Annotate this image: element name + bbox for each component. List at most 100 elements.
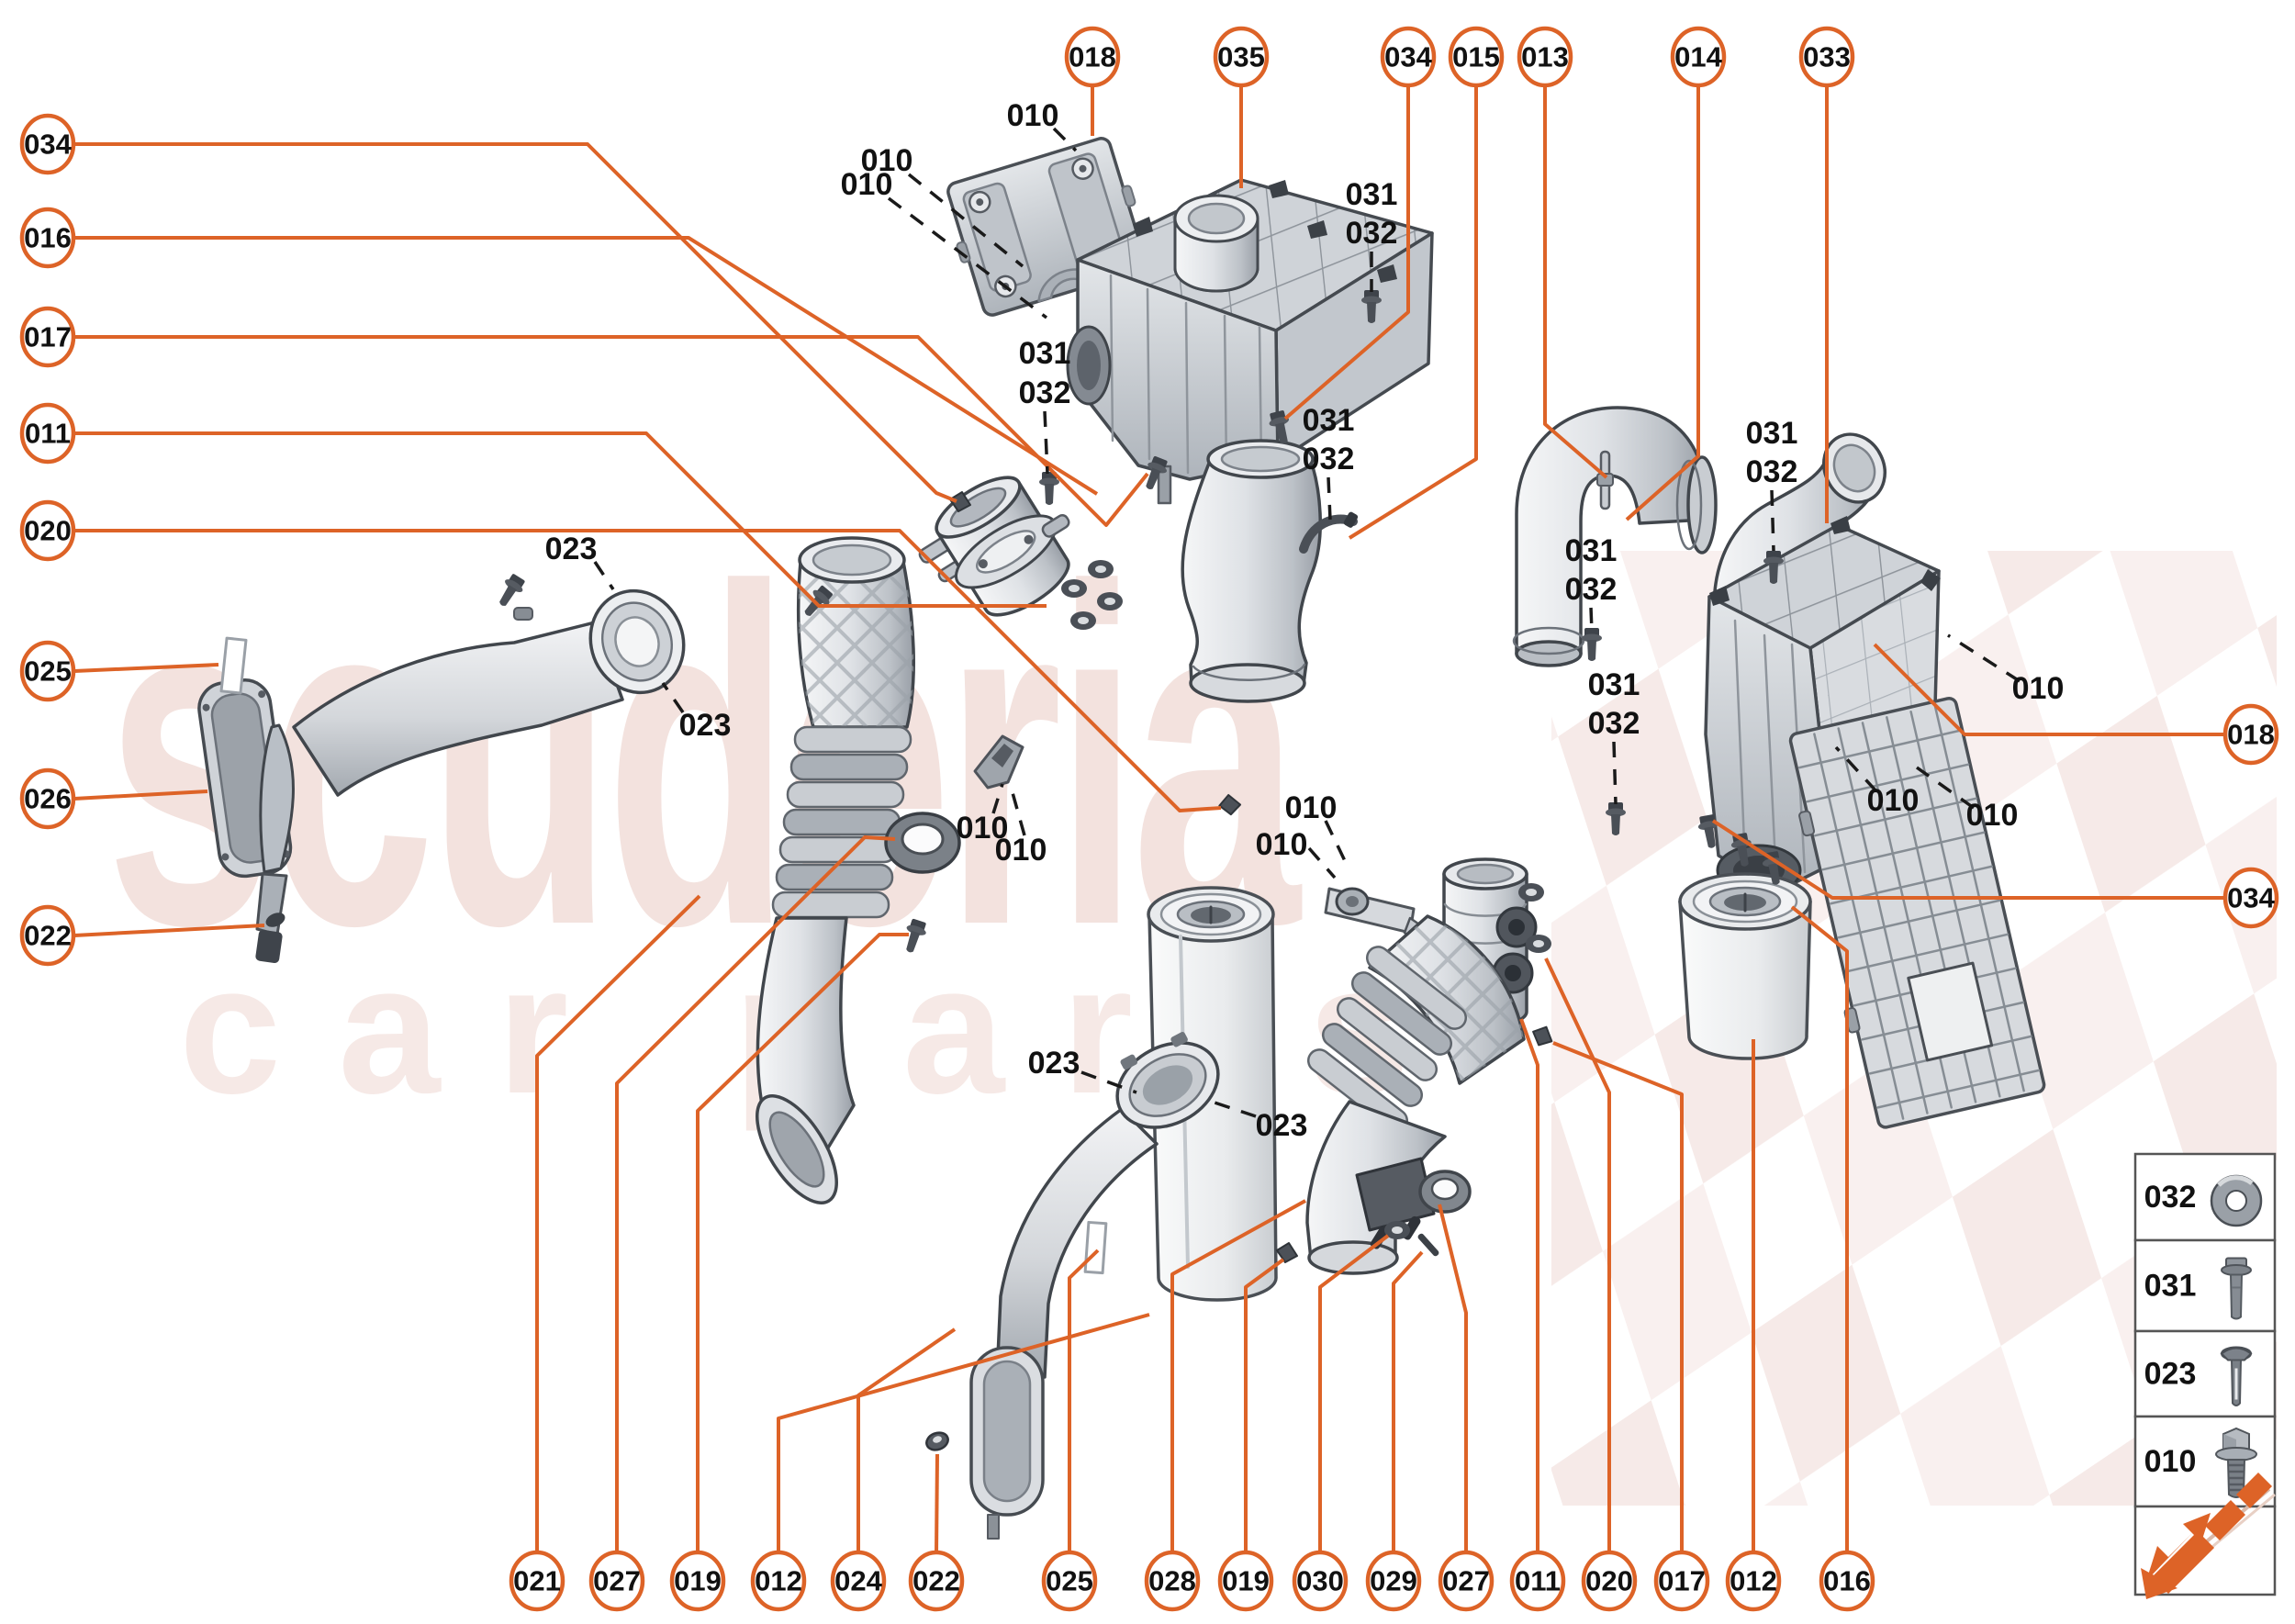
callout-bubble[interactable] — [1819, 1550, 1875, 1612]
part-number-label-032: 032 — [1746, 454, 1798, 489]
callout-bubble[interactable] — [19, 113, 76, 175]
callout-left-017[interactable]: 017 — [19, 306, 76, 368]
callout-bottom-024[interactable]: 024 — [830, 1550, 887, 1612]
leader-line-019 — [696, 933, 909, 1553]
callout-number: 012 — [1730, 1565, 1777, 1597]
callout-bubble[interactable] — [1438, 1550, 1495, 1612]
callout-bottom-030[interactable]: 030 — [1292, 1550, 1349, 1612]
callout-left-011[interactable]: 011 — [19, 402, 76, 465]
logo-arrow-icon — [2146, 1513, 2211, 1581]
callout-bottom-028[interactable]: 028 — [1144, 1550, 1201, 1612]
air-filter-element-right-illustration — [1678, 872, 1812, 1060]
callout-bottom-019[interactable]: 019 — [1217, 1550, 1274, 1612]
callout-bubble[interactable] — [750, 1550, 807, 1612]
callout-bottom-029[interactable]: 029 — [1365, 1550, 1422, 1612]
leader-line-018 — [1873, 643, 2225, 736]
callout-left-026[interactable]: 026 — [19, 767, 76, 830]
mounting-plate-illustration — [946, 137, 1148, 317]
intake-elbow-pipe-illustration — [1181, 439, 1322, 703]
leader-line-020 — [1544, 958, 1611, 1553]
callout-bubble[interactable] — [1064, 26, 1121, 88]
callout-bubble[interactable] — [1217, 1550, 1274, 1612]
callout-bottom-027[interactable]: 027 — [1438, 1550, 1495, 1612]
callout-top-034[interactable]: 034 — [1380, 26, 1437, 88]
callout-number: 022 — [912, 1565, 960, 1597]
callout-bubble[interactable] — [1041, 1550, 1098, 1612]
callout-number: 015 — [1452, 41, 1500, 73]
callout-left-034[interactable]: 034 — [19, 113, 76, 175]
callout-bubble[interactable] — [1509, 1550, 1566, 1612]
callout-bubble[interactable] — [509, 1550, 565, 1612]
callout-bottom-012[interactable]: 012 — [750, 1550, 807, 1612]
callout-right-034[interactable]: 034 — [2222, 867, 2279, 929]
dashed-leader-032 — [1612, 741, 1618, 805]
callout-bottom-011[interactable]: 011 — [1509, 1550, 1566, 1612]
callout-bubble[interactable] — [2222, 703, 2279, 766]
callout-bubble[interactable] — [19, 499, 76, 562]
callout-left-022[interactable]: 022 — [19, 904, 76, 967]
callout-number: 024 — [834, 1565, 882, 1597]
callout-bubble[interactable] — [908, 1550, 965, 1612]
callout-top-033[interactable]: 033 — [1798, 26, 1855, 88]
callout-bubble[interactable] — [1380, 26, 1437, 88]
callout-bottom-017[interactable]: 017 — [1653, 1550, 1710, 1612]
callout-bubble[interactable] — [1581, 1550, 1638, 1612]
brand-logo — [2133, 1473, 2277, 1599]
callout-bubble[interactable] — [19, 767, 76, 830]
callout-bubble[interactable] — [669, 1550, 726, 1612]
callout-bubble[interactable] — [1213, 26, 1270, 88]
callout-bubble[interactable] — [19, 904, 76, 967]
callout-number: 027 — [593, 1565, 641, 1597]
callout-bubble[interactable] — [19, 207, 76, 269]
callout-bottom-022[interactable]: 022 — [908, 1550, 965, 1612]
callout-left-025[interactable]: 025 — [19, 640, 76, 702]
callout-number: 018 — [1069, 41, 1116, 73]
callout-number: 011 — [25, 418, 71, 450]
callout-bubble[interactable] — [1653, 1550, 1710, 1612]
leader-line-027 — [615, 835, 896, 1553]
callout-bubble[interactable] — [1292, 1550, 1349, 1612]
callout-bubble[interactable] — [19, 640, 76, 702]
leader-line-026 — [73, 790, 208, 801]
callout-bubble[interactable] — [1725, 1550, 1782, 1612]
callout-bottom-019[interactable]: 019 — [669, 1550, 726, 1612]
callout-bottom-021[interactable]: 021 — [509, 1550, 565, 1612]
callout-bubble[interactable] — [1144, 1550, 1201, 1612]
callout-bottom-020[interactable]: 020 — [1581, 1550, 1638, 1612]
callout-bottom-025[interactable]: 025 — [1041, 1550, 1098, 1612]
callout-top-014[interactable]: 014 — [1670, 26, 1727, 88]
leader-line-020 — [74, 529, 1222, 812]
lower-intake-duct-illustration — [969, 1032, 1220, 1540]
callout-bottom-016[interactable]: 016 — [1819, 1550, 1875, 1612]
callout-left-020[interactable]: 020 — [19, 499, 76, 562]
callout-bubble[interactable] — [1448, 26, 1505, 88]
dashed-leader-010 — [1915, 766, 1976, 810]
callout-bubble[interactable] — [1365, 1550, 1422, 1612]
callout-bubble[interactable] — [19, 306, 76, 368]
dashed-leader-032 — [1327, 476, 1332, 521]
callout-bubble[interactable] — [830, 1550, 887, 1612]
callout-bubble[interactable] — [588, 1550, 645, 1612]
callout-bottom-027[interactable]: 027 — [588, 1550, 645, 1612]
callout-top-015[interactable]: 015 — [1448, 26, 1505, 88]
callout-number: 034 — [24, 129, 72, 161]
callout-left-016[interactable]: 016 — [19, 207, 76, 269]
dashed-leader-010 — [1052, 127, 1078, 152]
callout-number: 025 — [24, 655, 72, 688]
leader-line-034 — [74, 142, 957, 503]
callout-bubble[interactable] — [2222, 867, 2279, 929]
dashed-leader-023 — [1205, 1098, 1257, 1118]
callout-right-018[interactable]: 018 — [2222, 703, 2279, 766]
callout-bubble[interactable] — [1517, 26, 1573, 88]
callout-bubble[interactable] — [19, 402, 76, 465]
callout-bubble[interactable] — [1670, 26, 1727, 88]
part-number-label-023: 023 — [679, 708, 732, 743]
callout-top-018[interactable]: 018 — [1064, 26, 1121, 88]
callout-top-013[interactable]: 013 — [1517, 26, 1573, 88]
callout-top-035[interactable]: 035 — [1213, 26, 1270, 88]
part-number-label-010: 010 — [841, 167, 893, 202]
part-number-label-010: 010 — [1007, 98, 1059, 133]
callout-bubble[interactable] — [1798, 26, 1855, 88]
callout-bottom-012[interactable]: 012 — [1725, 1550, 1782, 1612]
callout-number: 020 — [1585, 1565, 1633, 1597]
